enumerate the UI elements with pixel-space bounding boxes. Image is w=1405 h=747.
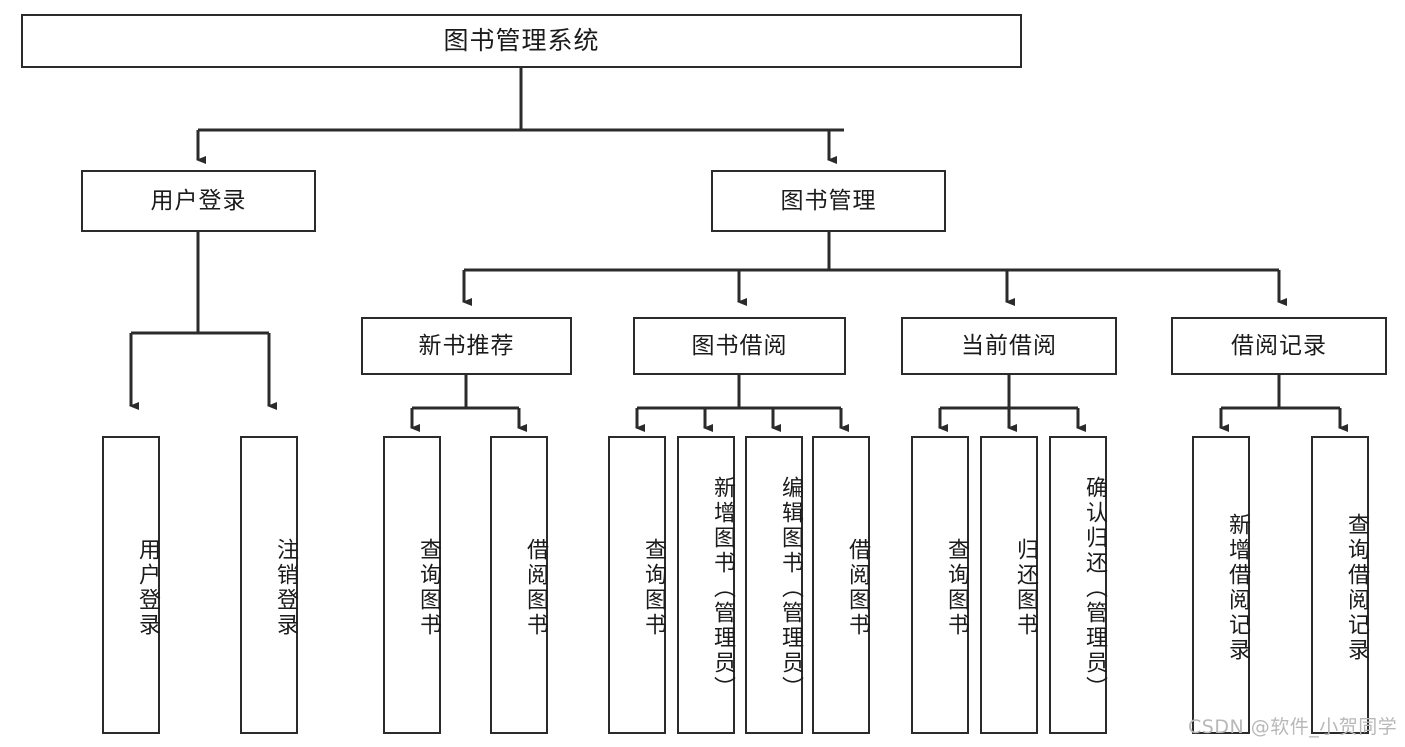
node-root-system[interactable]: 图书管理系统	[21, 14, 1022, 68]
leaf-book-borrow-add[interactable]: 新增图书（管理员）	[677, 436, 735, 734]
leaf-label: 确认归还（管理员）	[1082, 475, 1107, 701]
leaf-current-borrow-confirm-return[interactable]: 确认归还（管理员）	[1049, 436, 1107, 734]
node-book-borrow[interactable]: 图书借阅	[633, 317, 846, 375]
leaf-label: 查询图书	[416, 538, 441, 638]
node-book-management[interactable]: 图书管理	[711, 170, 946, 232]
leaf-borrow-record-query[interactable]: 查询借阅记录	[1311, 436, 1369, 734]
leaf-new-book-borrow[interactable]: 借阅图书	[490, 436, 548, 734]
leaf-borrow-record-add[interactable]: 新增借阅记录	[1192, 436, 1250, 734]
leaf-book-borrow-edit[interactable]: 编辑图书（管理员）	[745, 436, 803, 734]
leaf-label: 查询图书	[641, 538, 666, 638]
leaf-label: 编辑图书（管理员）	[778, 475, 803, 701]
leaf-user-login-login[interactable]: 用户登录	[102, 436, 160, 734]
leaf-label: 注销登录	[273, 538, 298, 638]
leaf-label: 借阅图书	[523, 538, 548, 638]
leaf-label: 借阅图书	[845, 538, 870, 638]
leaf-user-login-logout[interactable]: 注销登录	[240, 436, 298, 734]
csdn-watermark: CSDN @软件_小贺同学	[1188, 716, 1398, 738]
leaf-current-borrow-return[interactable]: 归还图书	[980, 436, 1038, 734]
leaf-label: 用户登录	[135, 538, 160, 638]
node-new-book-recommend[interactable]: 新书推荐	[361, 317, 572, 375]
leaf-label: 新增借阅记录	[1225, 513, 1250, 663]
leaf-label: 归还图书	[1013, 538, 1038, 638]
leaf-new-book-query[interactable]: 查询图书	[383, 436, 441, 734]
leaf-book-borrow-query[interactable]: 查询图书	[608, 436, 666, 734]
leaf-label: 查询借阅记录	[1344, 513, 1369, 663]
leaf-book-borrow-borrow[interactable]: 借阅图书	[812, 436, 870, 734]
node-borrow-record[interactable]: 借阅记录	[1171, 317, 1387, 375]
node-current-borrow[interactable]: 当前借阅	[901, 317, 1117, 375]
leaf-label: 新增图书（管理员）	[710, 475, 735, 701]
leaf-label: 查询图书	[944, 538, 969, 638]
leaf-current-borrow-query[interactable]: 查询图书	[911, 436, 969, 734]
node-user-login[interactable]: 用户登录	[81, 170, 316, 232]
